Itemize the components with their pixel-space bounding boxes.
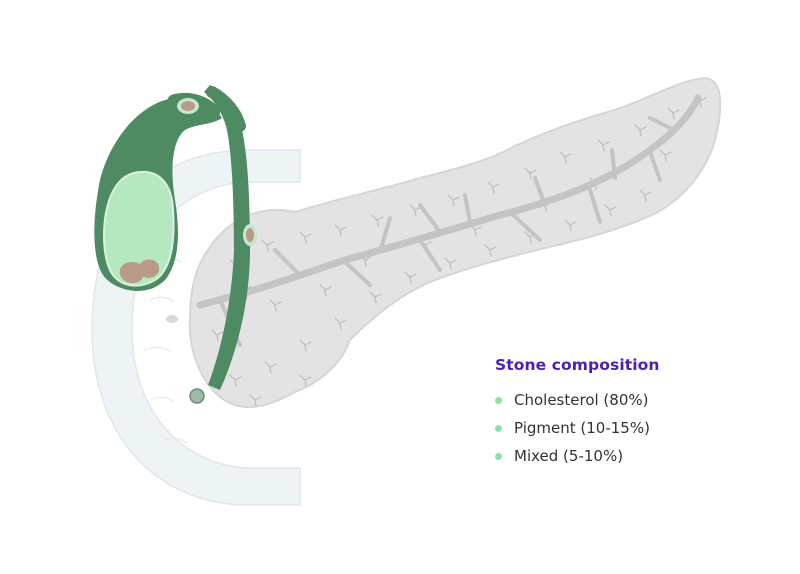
legend-dot <box>495 424 502 432</box>
legend-item-cholesterol: Cholesterol (80%) <box>495 386 755 414</box>
legend-item-label: Cholesterol (80%) <box>514 391 649 409</box>
legend-dot <box>495 396 502 404</box>
stone-composition-legend: Stone composition Cholesterol (80%) Pigm… <box>495 356 755 470</box>
legend-item-label: Mixed (5-10%) <box>514 447 624 465</box>
papilla-stone <box>189 388 205 404</box>
legend-item-mixed: Mixed (5-10%) <box>495 442 755 470</box>
legend-item-label: Pigment (10-15%) <box>514 419 650 437</box>
legend-dot <box>495 452 502 460</box>
bile <box>103 170 175 287</box>
gallstone-2 <box>138 259 160 278</box>
gallstone-1 <box>119 262 145 284</box>
legend-title: Stone composition <box>495 356 660 374</box>
gallbladder <box>94 92 222 291</box>
legend-item-pigment: Pigment (10-15%) <box>495 414 755 442</box>
common-bile-duct <box>189 85 257 404</box>
